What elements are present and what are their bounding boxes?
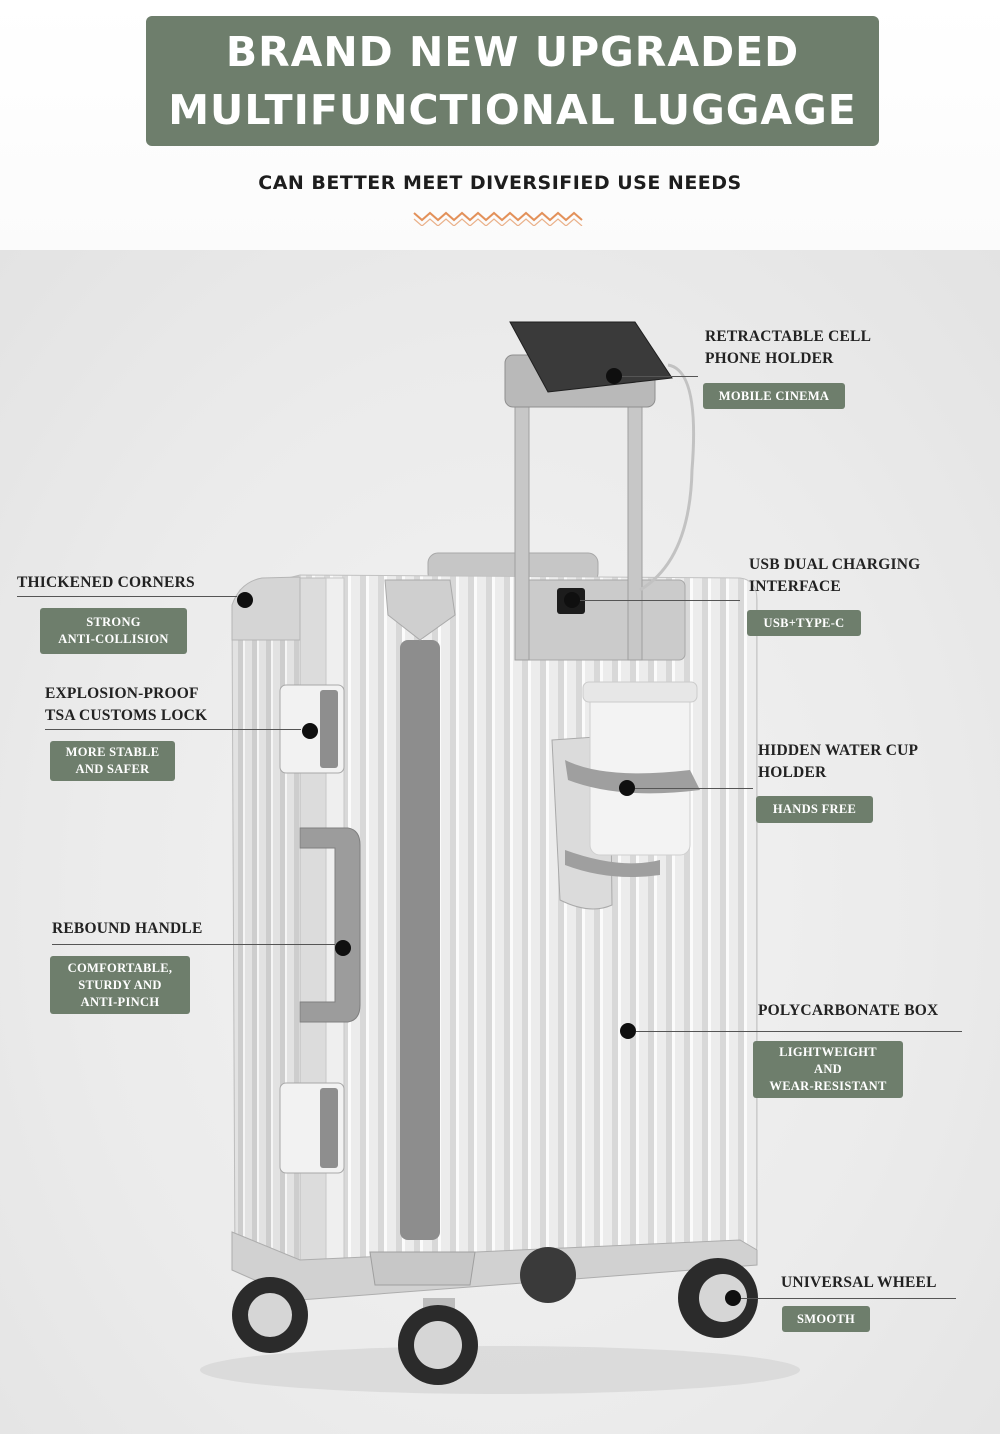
box-title-line: POLYCARBONATE BOX [758,1002,939,1019]
handle-badge-text: STURDY AND [78,977,162,992]
wheel-back-right [678,1258,758,1338]
cup-holder-leader [635,788,753,789]
box-title: POLYCARBONATE BOX [758,1000,938,1022]
box-leader [636,1031,962,1032]
cup-holder-badge-text: HANDS FREE [772,802,857,816]
corners-badge: STRONG ANTI-COLLISION [40,608,187,654]
handle-badge: COMFORTABLE, STURDY AND ANTI-PINCH [50,956,190,1014]
usb-title: USB DUAL CHARGING INTERFACE [749,554,920,598]
usb-badge-text: USB+TYPE-C [763,615,845,630]
lock-title-line: EXPLOSION-PROOF [45,685,199,702]
phone-icon [509,321,673,393]
usb-title-line: USB DUAL CHARGING [749,556,921,573]
cup-icon [589,684,691,856]
corners-title-line: THICKENED CORNERS [17,574,195,591]
side-handle [299,827,361,1023]
title-line-1: BRAND NEW UPGRADED [225,28,800,76]
phone-holder-title-line: RETRACTABLE CELL [705,328,872,345]
phone-holder-badge: MOBILE CINEMA [703,383,845,409]
floor-shadow [200,1346,800,1394]
corners-leader [17,596,237,597]
lock-title-line: TSA CUSTOMS LOCK [45,707,208,724]
wave-divider-icon [413,211,583,226]
usb-title-line: INTERFACE [749,578,841,595]
lock-marker [302,723,318,739]
phone-holder-marker [606,368,622,384]
wheel-badge: SMOOTH [782,1306,870,1332]
cup-holder-title: HIDDEN WATER CUP HOLDER [758,740,918,784]
handle-badge-text: COMFORTABLE, [67,960,173,975]
handle-marker [335,940,351,956]
usb-leader [580,600,740,601]
wheel-leader [741,1298,956,1299]
lock-badge: MORE STABLE AND SAFER [50,741,175,781]
trolley-bar-right [627,399,643,661]
handle-badge-text: ANTI-PINCH [80,994,160,1009]
lock-badge-text: MORE STABLE [65,745,160,759]
phone-holder-badge-text: MOBILE CINEMA [718,388,830,403]
cup-holder-marker [619,780,635,796]
usb-marker [564,592,580,608]
wheel-back-left [520,1247,576,1303]
box-badge: LIGHTWEIGHT AND WEAR-RESISTANT [753,1041,903,1098]
box-badge-text: AND [814,1062,842,1076]
corners-title: THICKENED CORNERS [17,572,195,594]
phone-holder-title-line: PHONE HOLDER [705,350,834,367]
corners-marker [237,592,253,608]
wheel-title: UNIVERSAL WHEEL [781,1272,937,1294]
box-badge-text: WEAR-RESISTANT [769,1079,887,1093]
handle-leader [52,944,335,945]
wheel-marker [725,1290,741,1306]
box-badge-text: LIGHTWEIGHT [779,1045,877,1059]
wheel-badge-text: SMOOTH [796,1311,856,1326]
wheel-front-left [232,1277,308,1353]
handle-title-line: REBOUND HANDLE [52,920,203,937]
usb-badge: USB+TYPE-C [747,610,861,636]
lock-badge-text: AND SAFER [75,762,150,776]
cup-holder-badge: HANDS FREE [756,796,873,823]
phone-holder-title: RETRACTABLE CELL PHONE HOLDER [705,326,871,370]
lock-title: EXPLOSION-PROOF TSA CUSTOMS LOCK [45,683,207,727]
cup-holder-title-line: HOLDER [758,764,827,781]
title-line-2: MULTIFUNCTIONAL LUGGAGE [168,86,857,134]
trolley-bar-left [514,399,530,661]
wheel-front-right [398,1298,478,1385]
wheel-title-line: UNIVERSAL WHEEL [781,1274,937,1291]
corners-badge-text: STRONG [86,615,141,629]
title-banner: BRAND NEW UPGRADED MULTIFUNCTIONAL LUGGA… [146,16,879,146]
corners-badge-text: ANTI-COLLISION [58,632,169,646]
lock-leader [45,729,301,730]
cup-holder-title-line: HIDDEN WATER CUP [758,742,919,759]
phone-holder-leader [622,376,698,377]
subtitle: CAN BETTER MEET DIVERSIFIED USE NEEDS [258,172,742,194]
handle-title: REBOUND HANDLE [52,918,203,940]
center-stripe [400,640,440,1240]
box-marker [620,1023,636,1039]
